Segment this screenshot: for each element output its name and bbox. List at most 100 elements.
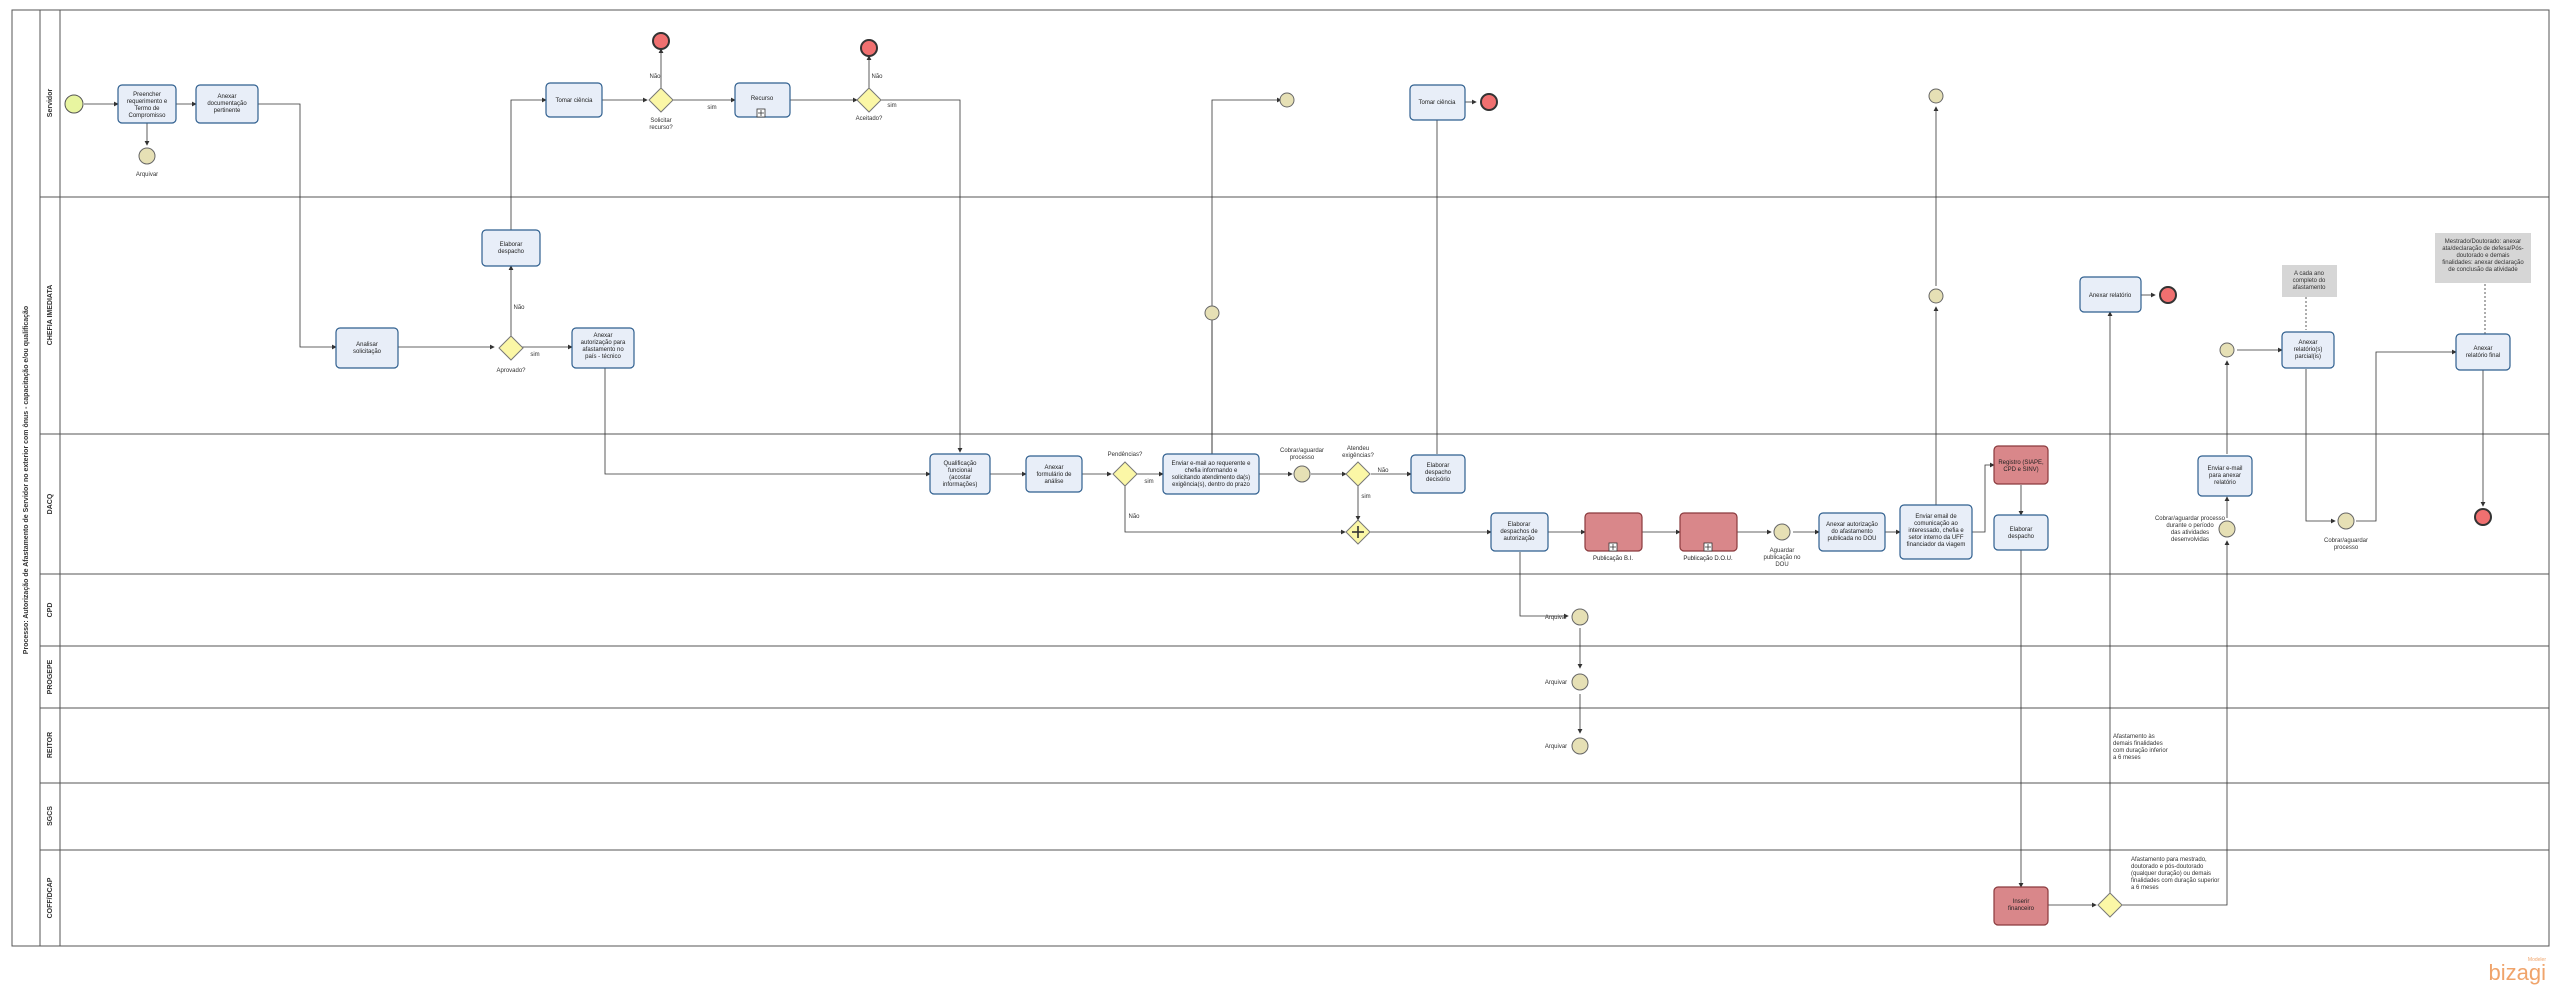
- lane-labels: Servidor CHEFIA IMEDIATA DACQ CPD PROGEP…: [47, 89, 54, 919]
- label-aceitado: Aceitado?: [856, 116, 883, 122]
- task-tomar-ciencia-1-text: Tomar ciência: [555, 98, 593, 104]
- arquivar-event-servidor: [138, 147, 156, 165]
- task-elaborar-despacho-chefia: [481, 229, 541, 267]
- task-elaborar-despacho-decisorio: [1410, 454, 1466, 494]
- label-sim-pendencias: sim: [1144, 479, 1153, 485]
- task-analisar-solicitacao: [335, 327, 399, 369]
- task-tomar-ciencia-1: [545, 82, 603, 118]
- task-publicacao-dou-text: Publicação D.O.U.: [1683, 556, 1733, 562]
- label-nao-atendeu: Não: [1377, 468, 1389, 474]
- task-registro: [1993, 445, 2049, 485]
- gateway-solicitar-recurso: [648, 87, 674, 113]
- task-tomar-ciencia-2-text: Tomar ciência: [1418, 100, 1456, 106]
- bizagi-logo: Modeler bizagi: [2489, 957, 2547, 985]
- task-elaborar-despachos-autorizacao: [1490, 512, 1549, 552]
- timer-event-cobrar2: [2218, 520, 2236, 538]
- lane-label-coff: COFF/DCAP: [47, 877, 54, 918]
- lane-label-reitor: REITOR: [47, 732, 54, 758]
- red-subprocesses: [1584, 445, 2049, 926]
- label-nao-aprovado: Não: [513, 305, 525, 311]
- task-inserir-financeiro: [1993, 886, 2049, 926]
- timer-event-aguardar: [1773, 523, 1791, 541]
- task-registro-text: Registro (SIAPE,CPD e SINV): [1998, 460, 2044, 473]
- gateway-pendencias: [1112, 461, 1138, 487]
- lane-label-servidor: Servidor: [47, 89, 54, 118]
- label-arquivar-progepe: Arquivar: [1545, 680, 1567, 686]
- label-nao-recurso: Não: [649, 74, 661, 80]
- task-elaborar-despacho-dacq: [1993, 514, 2049, 551]
- message-event-servidor-1: [1279, 92, 1295, 108]
- note-mestrado: [2435, 233, 2531, 283]
- subprocess-markers: [756, 108, 1713, 552]
- timer-event-cobrar3: [2337, 512, 2355, 530]
- logo-brand: bizagi: [2489, 960, 2546, 985]
- lane-label-progepe: PROGEPE: [47, 659, 54, 694]
- task-anexar-documentacao: [195, 84, 259, 124]
- task-preencher: [117, 84, 177, 124]
- gateway-aceitado: [856, 87, 882, 113]
- label-sim-aceitado: sim: [887, 103, 896, 109]
- task-enviar-email-relatorio: [2197, 455, 2253, 497]
- label-sim-atendeu: sim: [1361, 494, 1370, 500]
- message-event-chefia-3: [2219, 342, 2235, 358]
- lane-label-sgcs: SGCS: [47, 806, 54, 826]
- start-event: [64, 94, 84, 114]
- task-anexar-autorizacao: [571, 327, 635, 369]
- gateway-atendeu: [1345, 461, 1371, 487]
- pool: Processo: Autorização de Afastamento de …: [11, 9, 2550, 947]
- label-arquivar-reitor: Arquivar: [1545, 744, 1567, 750]
- arquivar-event-reitor: [1571, 737, 1589, 755]
- task-publicacao-bi-text: Publicação B.I.: [1593, 556, 1633, 562]
- end-event-recurso: [652, 32, 670, 50]
- task-anexar-relatorios-parciais: [2281, 331, 2335, 369]
- end-event-ciencia: [1480, 93, 1498, 111]
- label-sim-aprovado: sim: [530, 352, 539, 358]
- task-anexar-formulario: [1025, 455, 1083, 493]
- timer-event-cobrar1: [1293, 465, 1311, 483]
- label-afast-longo: Afastamento para mestrado,doutorado e pó…: [2131, 857, 2219, 891]
- logo-sub: Modeler: [2528, 957, 2546, 963]
- parallel-plus-icon: [1352, 526, 1364, 538]
- arquivar-event-cpd: [1571, 608, 1589, 626]
- label-aprovado: Aprovado?: [496, 368, 526, 374]
- lane-label-dacq: DACQ: [47, 493, 54, 514]
- label-arquivar-servidor: Arquivar: [136, 172, 158, 178]
- label-sim-recurso: sim: [707, 105, 716, 111]
- end-event-aceitado: [860, 39, 878, 57]
- task-enviar-email: [1162, 453, 1260, 495]
- lane-label-chefia: CHEFIA IMEDIATA: [47, 285, 54, 346]
- pool-title: Processo: Autorização de Afastamento de …: [23, 306, 30, 654]
- tasks: [117, 82, 2511, 560]
- end-event-relatorio: [2159, 286, 2177, 304]
- events: [64, 32, 2492, 755]
- task-recurso-text: Recurso: [751, 96, 774, 102]
- note-cada-ano: [2282, 265, 2337, 297]
